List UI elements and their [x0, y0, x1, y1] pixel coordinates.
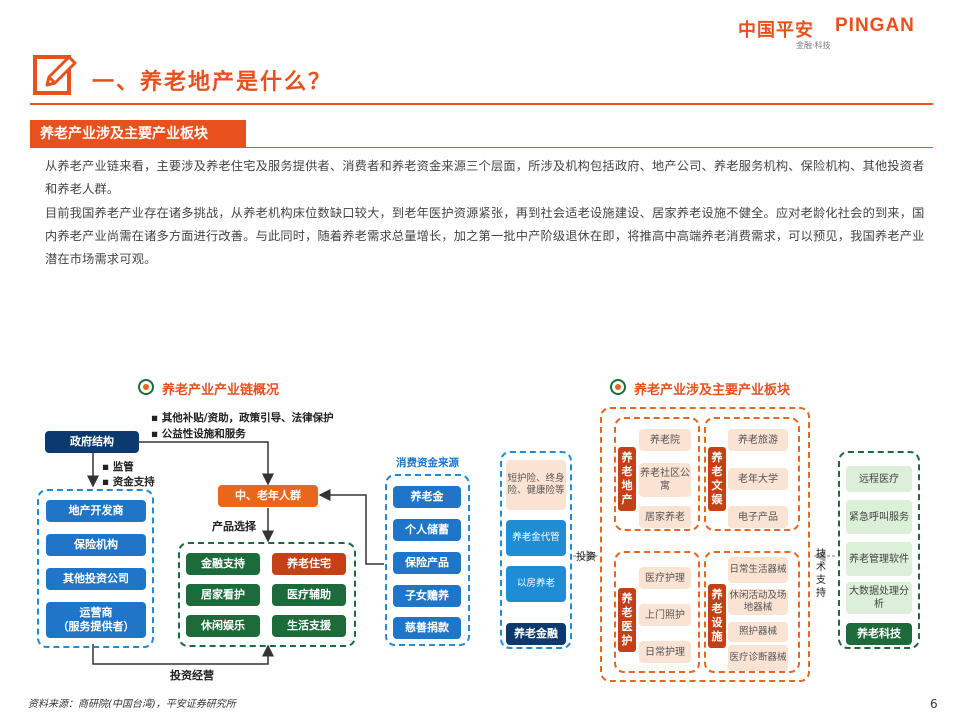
- page-title: 一、养老地产是什么？: [92, 70, 333, 95]
- finance-house: 以房养老: [506, 566, 566, 602]
- provider-investor: 其他投资公司: [46, 568, 146, 590]
- invest-label: 投资经营: [170, 669, 214, 682]
- pingan-logo-sub: 金融·科技: [796, 41, 831, 50]
- paragraph-1: 从养老产业链来看，主要涉及养老住宅及服务提供者、消费者和养老资金来源三个层面，所…: [45, 159, 925, 196]
- finance-custody: 养老金代管: [506, 520, 566, 556]
- device-group: [704, 551, 800, 673]
- section-tag: 养老产业涉及主要产业板块: [30, 120, 246, 148]
- medical-label: 养老医护: [618, 588, 636, 652]
- medical-visit: 上门照护: [639, 604, 691, 626]
- medical-group: [614, 551, 700, 673]
- page-number: 6: [930, 697, 938, 711]
- tech-label: 养老科技: [846, 623, 912, 645]
- device-care: 照护器械: [728, 622, 788, 642]
- title-divider: [30, 103, 933, 105]
- tech-support-label: 技术支持: [816, 549, 826, 599]
- culture-electronics: 电子产品: [728, 506, 788, 528]
- funds-title: 消费资金来源: [396, 457, 459, 469]
- pencil-icon: [33, 55, 77, 95]
- tech-remote: 远程医疗: [846, 466, 912, 492]
- estate-community: 养老社区公寓: [639, 463, 691, 497]
- provider-developer: 地产开发商: [46, 500, 146, 522]
- estate-label: 养老地产: [618, 447, 636, 511]
- estate-nursing-home: 养老院: [639, 429, 691, 451]
- finance-label: 养老金融: [506, 623, 566, 645]
- finance-group: [500, 451, 572, 649]
- fund-children: 子女赡养: [393, 585, 461, 607]
- device-label: 养老设施: [708, 584, 726, 648]
- fund-pension: 养老金: [393, 486, 461, 508]
- target-icon: [138, 379, 154, 395]
- device-daily: 日常生活器械: [728, 557, 788, 583]
- tech-group: [838, 451, 920, 649]
- fund-support-note: ▪ 资金支持: [102, 476, 155, 488]
- tech-emergency: 紧急呼叫服务: [846, 500, 912, 534]
- product-housing: 养老住宅: [272, 553, 346, 575]
- fund-charity: 慈善捐款: [393, 617, 461, 639]
- products-group: [178, 542, 356, 647]
- product-medical: 医疗辅助: [272, 584, 346, 606]
- estate-group: [614, 417, 700, 531]
- culture-university: 老年大学: [728, 468, 788, 490]
- pingan-logo-en: PINGAN: [835, 15, 915, 36]
- providers-group: [37, 489, 154, 648]
- medical-daily: 日常护理: [639, 641, 691, 663]
- center-group: [600, 407, 810, 682]
- gov-note-1: ▪ 其他补贴/资助，政策引导、法律保护: [151, 412, 334, 424]
- culture-travel: 养老旅游: [728, 429, 788, 451]
- pingan-logo-cn: 中国平安: [738, 20, 814, 41]
- product-life: 生活支援: [272, 615, 346, 637]
- right-diagram-title: 养老产业涉及主要产业板块: [634, 383, 791, 398]
- culture-group: [704, 417, 800, 531]
- target-icon: [610, 379, 626, 395]
- left-diagram-title: 养老产业产业链概况: [162, 383, 280, 398]
- provider-insurance: 保险机构: [46, 534, 146, 556]
- gov-box: 政府结构: [45, 431, 139, 453]
- fund-insurance: 保险产品: [393, 552, 461, 574]
- invest-arrow-label: 投资: [576, 552, 596, 563]
- funds-group: [385, 474, 470, 646]
- medical-care: 医疗护理: [639, 567, 691, 589]
- elderly-box: 中、老年人群: [218, 485, 318, 507]
- estate-home: 居家养老: [639, 506, 691, 528]
- gov-note-2: ▪ 公益性设施和服务: [151, 428, 246, 440]
- supervise-note: ▪ 监管: [102, 461, 134, 473]
- tech-software: 养老管理软件: [846, 542, 912, 576]
- choose-label: 产品选择: [212, 520, 256, 533]
- provider-operator: 运营商 （服务提供者）: [46, 602, 146, 638]
- section-rule: [246, 147, 933, 148]
- finance-insurance: 短护险、终身险、健康险等: [506, 460, 566, 510]
- device-leisure: 休闲活动及场地器械: [728, 589, 788, 615]
- product-home-care: 居家看护: [186, 584, 260, 606]
- device-diagnosis: 医疗诊断器械: [728, 645, 788, 671]
- product-leisure: 休闲娱乐: [186, 615, 260, 637]
- source-note: 资料来源：商研院(中国台湾)，平安证券研究所: [28, 699, 236, 710]
- culture-label: 养老文娱: [708, 447, 726, 511]
- fund-savings: 个人储蓄: [393, 519, 461, 541]
- paragraph-2: 目前我国养老产业存在诸多挑战，从养老机构床位数缺口较大，到老年医护资源紧张，再到…: [45, 206, 925, 266]
- tech-bigdata: 大数据处理分析: [846, 582, 912, 614]
- product-finance: 金融支持: [186, 553, 260, 575]
